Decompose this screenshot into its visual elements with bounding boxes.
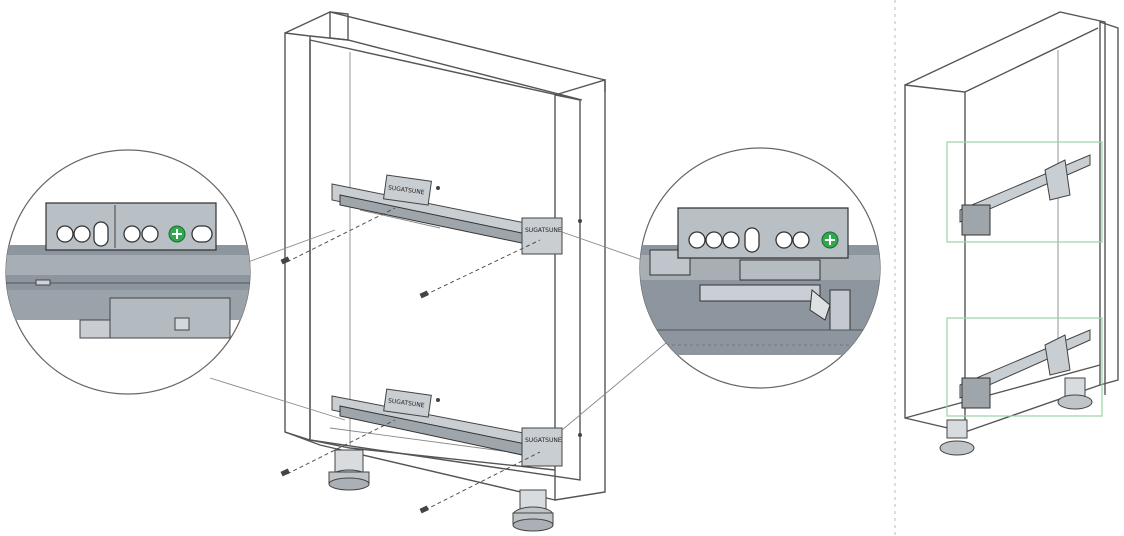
main-cabinet xyxy=(284,11,606,501)
lower-slide-highlight xyxy=(946,317,1103,417)
front-left-foot xyxy=(328,449,370,491)
upper-slide-rail: SUGATSUNE SUGATSUNE xyxy=(331,174,563,255)
right-detail-zoom xyxy=(561,147,881,431)
rear-bracket-brand-top: SUGATSUNE xyxy=(525,227,562,234)
cabinet-feet xyxy=(328,449,554,532)
left-detail-zoom xyxy=(5,149,346,421)
lower-slide-rail: SUGATSUNE SUGATSUNE xyxy=(331,388,563,467)
front-right-foot xyxy=(512,489,554,532)
rear-bracket-brand-bottom: SUGATSUNE xyxy=(525,437,562,444)
upper-slide-highlight xyxy=(946,141,1103,243)
mounting-screws xyxy=(280,186,582,514)
secondary-cabinet-view xyxy=(904,11,1119,456)
secondary-feet xyxy=(939,377,1093,456)
